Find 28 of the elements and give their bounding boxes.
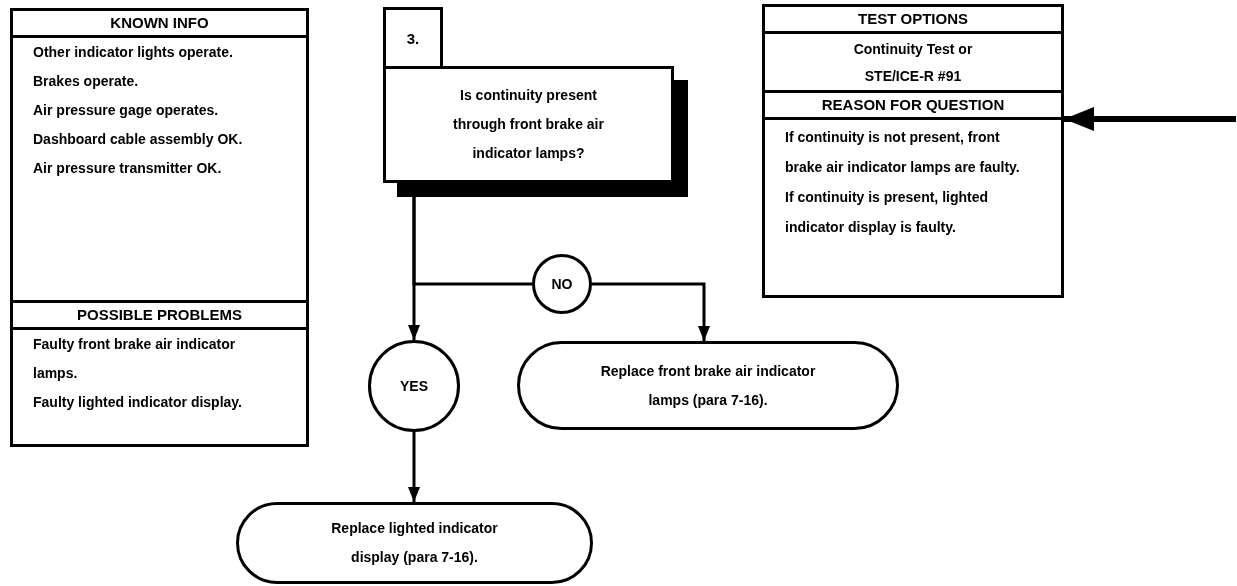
section-header: TEST OPTIONS bbox=[765, 7, 1061, 34]
action-text: Replace lighted indicator display (para 7-16). bbox=[330, 519, 499, 567]
question-text: Is continuity present through front brake air indicator lamps? bbox=[452, 86, 605, 163]
section-header: REASON FOR QUESTION bbox=[765, 93, 1061, 120]
note-text: Faulty front brake air indicator lamps. bbox=[32, 335, 237, 383]
decision-circle bbox=[532, 254, 592, 314]
test-options-panel bbox=[762, 4, 1064, 93]
action-text: Replace front brake air indicator lamps (para 7-16). bbox=[599, 361, 817, 410]
note-text: Other indicator lights operate. bbox=[32, 43, 234, 62]
section-header: POSSIBLE PROBLEMS bbox=[13, 303, 306, 330]
arrow bbox=[408, 432, 420, 502]
step-number-box bbox=[383, 7, 443, 69]
note-text: Continuity Test or STE/ICE-R #91 bbox=[852, 40, 974, 86]
known-info-panel bbox=[10, 8, 309, 303]
section-header: KNOWN INFO bbox=[13, 11, 306, 38]
arrow bbox=[1064, 107, 1236, 131]
note-text: Dashboard cable assembly OK. bbox=[32, 130, 244, 149]
decision-label: NO bbox=[551, 274, 573, 294]
note-text: Air pressure transmitter OK. bbox=[32, 159, 223, 178]
reason-panel bbox=[762, 90, 1064, 298]
possible-problems-panel bbox=[10, 300, 309, 447]
note-text: Air pressure gage operates. bbox=[32, 101, 220, 120]
note-text: If continuity is not present, front brake air indicator lamps are faulty. If continuity is present, lighted indicator display is faulty. bbox=[784, 128, 1021, 237]
arrow bbox=[592, 282, 710, 341]
step-number: 3. bbox=[406, 28, 420, 49]
note-text: Brakes operate. bbox=[32, 72, 140, 91]
decision-label: YES bbox=[400, 376, 428, 396]
note-text: Faulty lighted indicator display. bbox=[32, 393, 243, 412]
